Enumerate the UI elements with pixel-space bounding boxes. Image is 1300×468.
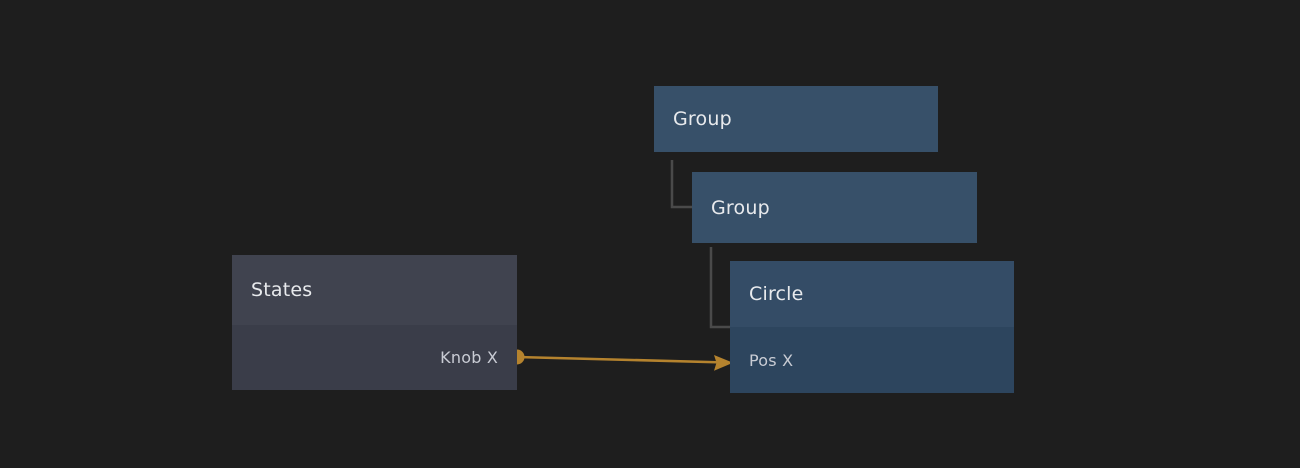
node-group-2[interactable]: Group — [692, 172, 977, 243]
node-circle[interactable]: Circle Pos X — [730, 261, 1014, 393]
port-label-pos-x: Pos X — [749, 350, 794, 370]
node-title: Group — [673, 108, 732, 130]
port-row-pos-x[interactable]: Pos X — [730, 327, 1014, 393]
node-header: Circle — [730, 261, 1014, 327]
node-title: Circle — [749, 283, 804, 305]
data-link-line — [516, 355, 727, 364]
node-body: Pos X — [730, 327, 1014, 393]
node-title: Group — [711, 196, 770, 219]
node-states[interactable]: States Knob X — [232, 255, 517, 390]
port-label-knob-x: Knob X — [440, 348, 498, 367]
tree-link-group2-circle — [709, 247, 730, 329]
node-group-1[interactable]: Group — [654, 86, 938, 152]
port-row-knob-x[interactable]: Knob X — [232, 325, 517, 390]
tree-link-group1-group2 — [670, 160, 692, 209]
node-body: Knob X — [232, 325, 517, 390]
node-header: Group — [692, 172, 977, 243]
node-header: States — [232, 255, 517, 325]
node-header: Group — [654, 86, 938, 152]
data-link-knobx-posx[interactable] — [509, 349, 734, 371]
node-title: States — [251, 279, 313, 301]
